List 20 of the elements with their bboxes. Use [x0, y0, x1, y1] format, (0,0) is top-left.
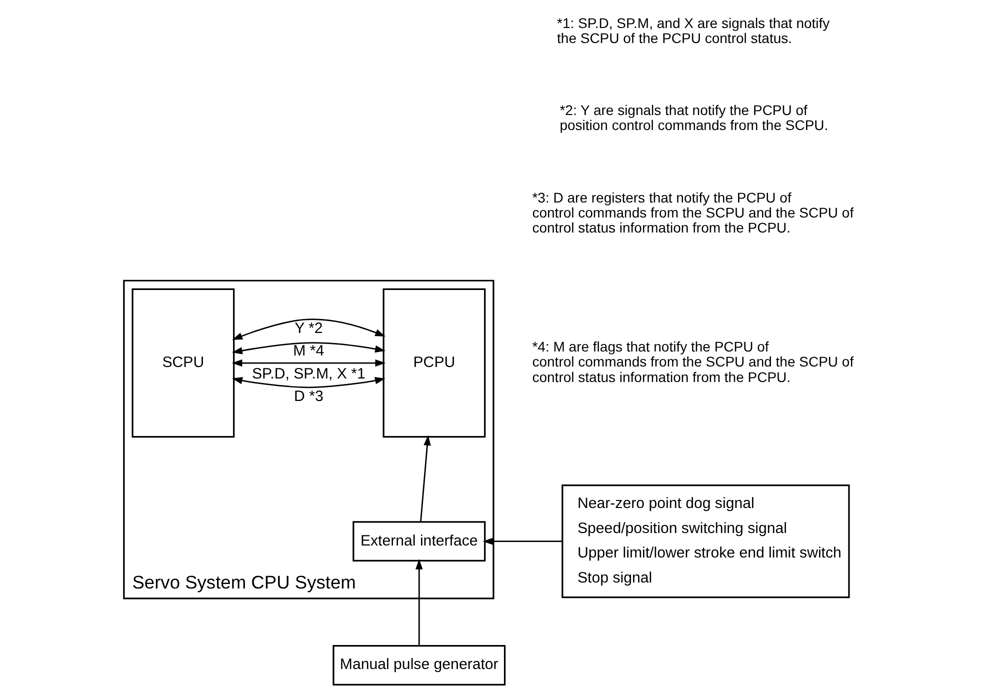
- label: *2: Y are signals that notify the PCPU of position control commands from the SCPU.: [560, 102, 828, 134]
- edge-label: SP.D, SP.M, X *1: [252, 365, 366, 382]
- label: *3: D are registers that notify the PCPU of control commands from the SCPU and the SCPU of control status information from the PCPU.: [532, 189, 854, 236]
- label: *1: SP.D, SP.M, and X are signals that notify the SCPU of the PCPU control status.: [557, 14, 830, 46]
- node-box: External interface: [352, 521, 486, 562]
- edge-label: Y *2: [294, 320, 323, 338]
- node-box: Manual pulse generator: [332, 645, 506, 686]
- edge-label: D *3: [294, 388, 324, 405]
- edge-label: M *4: [293, 342, 324, 360]
- arrow: [482, 538, 562, 545]
- arrow: [232, 377, 386, 388]
- arrow: [232, 359, 386, 367]
- arrow: [416, 558, 423, 646]
- node-box: PCPU: [382, 288, 486, 438]
- arrow: [420, 435, 431, 522]
- arrow: [232, 342, 386, 354]
- node-box: Near-zero point dog signal Speed/position switching signal Upper limit/lower stroke end limit switch Stop signal: [562, 484, 850, 598]
- node-box: SCPU: [132, 288, 235, 438]
- arrow: [232, 318, 386, 340]
- label: *4: M are flags that notify the PCPU of control commands from the SCPU and the SCPU of control status information from the PCPU.: [532, 338, 854, 385]
